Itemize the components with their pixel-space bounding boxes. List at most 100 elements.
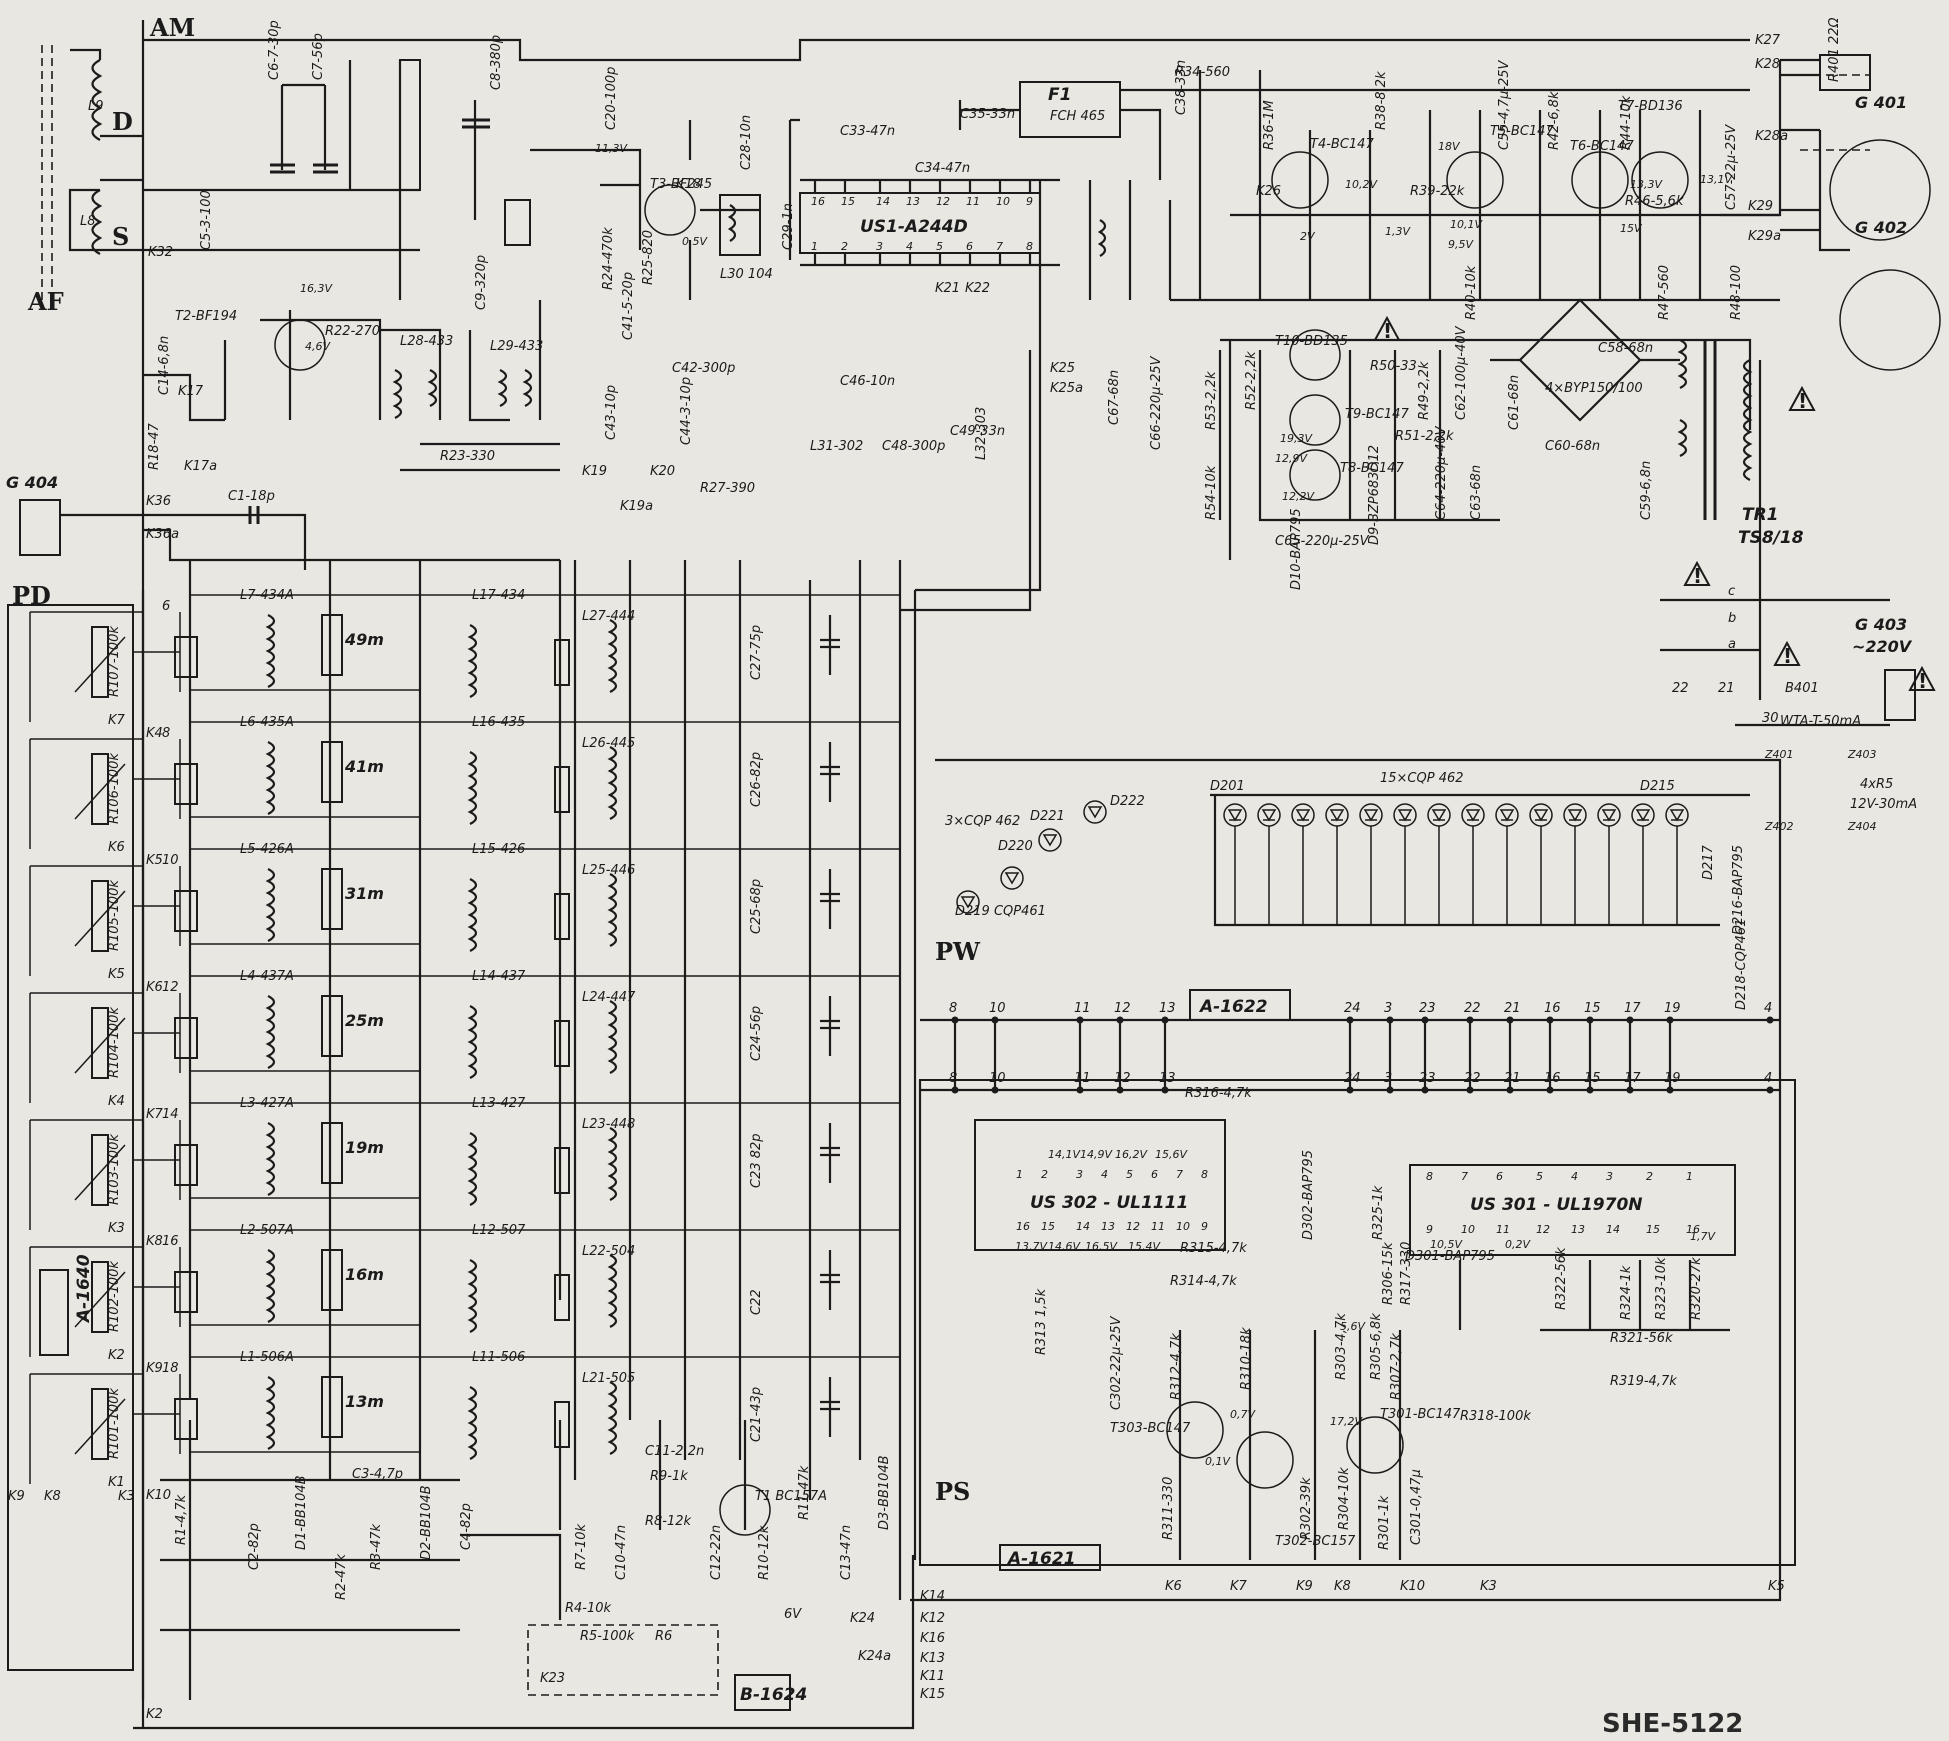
label-d220: D220 [998, 839, 1033, 854]
voltage-label: 15V [1620, 222, 1643, 235]
ic-pin: 2 [1646, 1170, 1653, 1183]
voltage-label: 16,2V [1115, 1148, 1148, 1161]
transistor-label: T301-BC147 [1380, 1407, 1461, 1422]
ic-pin: 7 [1176, 1168, 1183, 1181]
pd-k-right: K5 [146, 853, 163, 868]
osc-coil-label: L3-427A [240, 1096, 294, 1111]
voltage-label: 17,2V [1330, 1415, 1363, 1428]
led-icon [1038, 828, 1062, 852]
board-a1622: A-1622 [1198, 997, 1268, 1017]
label-r2: R2-47k [334, 1553, 349, 1600]
ic-pin: 4 [1571, 1170, 1578, 1183]
label-d218: D218-CQP461 [1734, 919, 1749, 1010]
band-cap-label: C26-82p [749, 752, 764, 807]
label-c3: C3-4,7p [352, 1467, 403, 1482]
label-c4: C4-82p [459, 1503, 474, 1550]
board-pin: 3 [1384, 1001, 1392, 1016]
label-c34: C34-47n [915, 161, 970, 176]
label-c11: C11-2,2n [645, 1444, 704, 1459]
connector-g403-voltage: ~220V [1852, 637, 1913, 656]
label-k14: K14 [920, 1589, 945, 1604]
pd-k-left: K7 [108, 713, 126, 728]
ic-pin: 13 [1101, 1220, 1115, 1233]
label-c61: C61-68n [1507, 375, 1522, 430]
label-r34: R34-560 [1175, 65, 1230, 80]
section-d: D [112, 107, 133, 136]
label-c13: C13-47n [839, 1525, 854, 1580]
ic-pin: 14 [1606, 1223, 1620, 1236]
ic-pin: 8 [1426, 1170, 1433, 1183]
label-r316: R316-4,7k [1185, 1086, 1252, 1101]
label-k28: K28 [1755, 57, 1780, 72]
label-k22: K22 [965, 281, 990, 296]
label-ps-k8: K8 [1334, 1579, 1351, 1594]
pd-resistor-label: R106-100k [107, 753, 122, 824]
led-icon [1359, 803, 1383, 925]
ic-pin: 16 [1686, 1223, 1700, 1236]
ic-pin: 7 [1461, 1170, 1468, 1183]
ic-pin: 12 [1536, 1223, 1550, 1236]
pd-pin: 16 [162, 1234, 179, 1249]
label-c59: C59-6,8n [1639, 461, 1654, 520]
voltage-label: 1,7V [1690, 1230, 1716, 1243]
label-c67: C67-68n [1107, 370, 1122, 425]
label-ps-k7: K7 [1230, 1579, 1248, 1594]
pd-resistor-label: R107-100k [107, 626, 122, 697]
ic-us301: US 301 - UL1970N [1470, 1195, 1643, 1215]
label-k32: K32 [148, 245, 173, 260]
pd-pin: 14 [162, 1107, 179, 1122]
ant-coil-label: L23-448 [582, 1117, 635, 1132]
voltage-label: 9,5V [1448, 238, 1474, 251]
ic-pin: 13 [906, 195, 920, 208]
band-label: 49m [344, 630, 384, 649]
band-cap-label: C22 [749, 1289, 764, 1315]
board-pin: 12 [1114, 1001, 1131, 1016]
label-r18: R18-47 [147, 422, 162, 470]
board-pin: 24 [1344, 1071, 1361, 1086]
pd-resistor-label: R101-100k [107, 1388, 122, 1459]
label-r42: R42-6,8k [1547, 91, 1562, 150]
label-r52: R52-2,2k [1244, 351, 1259, 410]
section-af: AF [27, 287, 64, 316]
warning-icon: ! [1798, 389, 1807, 413]
fuse-rating: WTA-T-50mA [1780, 714, 1861, 729]
ant-coil-label: L25-446 [582, 863, 635, 878]
mix-coil-label: L11-506 [472, 1350, 525, 1365]
model-number: SHE-5122 [1602, 1709, 1743, 1739]
label-d222: D222 [1110, 794, 1145, 809]
transistor-label: T3-BF245 [650, 177, 712, 192]
board-pin: 16 [1544, 1071, 1561, 1086]
label-l32: L32-303 [974, 407, 989, 460]
label-l31: L31-302 [810, 439, 863, 454]
voltage-annotations: T2-BF194T3-BF245T4-BC147T5-BC147T6-BC147… [175, 99, 1733, 1549]
ic-pin: 15 [841, 195, 855, 208]
label-k12: K12 [920, 1611, 945, 1626]
label-c8: C8-380p [489, 35, 504, 90]
board-pin: 19 [1664, 1001, 1681, 1016]
label-r323: R323-10k [1654, 1257, 1669, 1320]
label-k25: K25 [1050, 361, 1075, 376]
section-labels: AM AF PD PW PS D S [12, 13, 981, 1506]
label-c33: C33-47n [840, 124, 895, 139]
label-l30: L30 104 [720, 267, 773, 282]
led-icon [1083, 800, 1107, 824]
label-c66: C66-220µ-25V [1149, 355, 1164, 450]
voltage-label: 10,2V [1345, 178, 1378, 191]
pd-k-right: K7 [146, 1107, 164, 1122]
mix-coil-label: L15-426 [472, 842, 525, 857]
board-pin: 15 [1584, 1001, 1601, 1016]
ant-coil-label: L24-447 [582, 990, 636, 1005]
osc-coil-label: L7-434A [240, 588, 294, 603]
pd-k-right: K10 [146, 1488, 171, 1503]
board-pin: 22 [1464, 1001, 1481, 1016]
led-bar-graph [956, 800, 1689, 925]
board-pin: 15 [1584, 1071, 1601, 1086]
pd-k-right: K4 [146, 726, 163, 741]
board-pin: 10 [989, 1071, 1006, 1086]
label-pin30: 30 [1762, 711, 1779, 726]
label-c64: C64-220µ-40V [1434, 425, 1449, 520]
pd-pin: 18 [162, 1361, 179, 1376]
band-label: 31m [345, 884, 384, 903]
